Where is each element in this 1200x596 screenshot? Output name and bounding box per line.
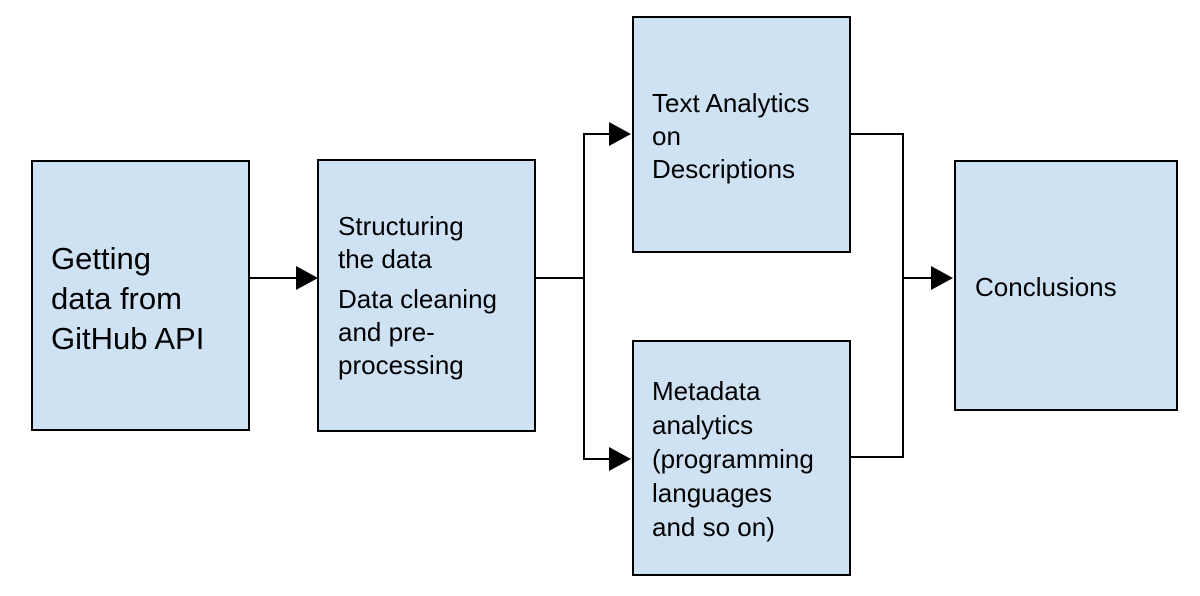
node-label-line: data from — [51, 281, 182, 316]
node-label-line: Getting — [51, 241, 151, 276]
node-getting-data: Getting data from GitHub API — [31, 160, 250, 431]
node-label-line: languages — [652, 478, 772, 508]
node-label-line: GitHub API — [51, 321, 205, 356]
node-label-line: (programming — [652, 444, 814, 474]
node-label-line: Data cleaning — [338, 284, 497, 314]
node-label-line: the data — [338, 244, 432, 274]
node-label-line: and so on) — [652, 512, 775, 542]
node-label-line: Conclusions — [975, 272, 1117, 302]
node-label-line: on — [652, 121, 681, 151]
arrowhead-to-conclusions — [931, 266, 953, 290]
node-label-line: processing — [338, 350, 464, 380]
node-label-line: Structuring — [338, 211, 464, 241]
arrowhead-to-text-analytics — [609, 122, 631, 146]
node-text-analytics: Text Analytics on Descriptions — [632, 16, 851, 253]
arrowhead-to-structuring — [296, 266, 318, 290]
edge-analytics-to-conclusions — [851, 133, 935, 458]
node-structuring: Structuring the data Data cleaning and p… — [317, 159, 536, 432]
node-label-line: Descriptions — [652, 154, 796, 184]
node-label-line: Metadata — [652, 376, 761, 406]
edge-structuring-to-branch — [536, 133, 613, 460]
node-label-line: analytics — [652, 410, 754, 440]
node-label-line: and pre- — [338, 317, 435, 347]
arrowhead-to-metadata-analytics — [609, 447, 631, 471]
node-metadata-analytics: Metadata analytics (programming language… — [632, 340, 851, 576]
node-conclusions: Conclusions — [954, 160, 1178, 411]
node-label-line: Text Analytics — [652, 88, 810, 118]
